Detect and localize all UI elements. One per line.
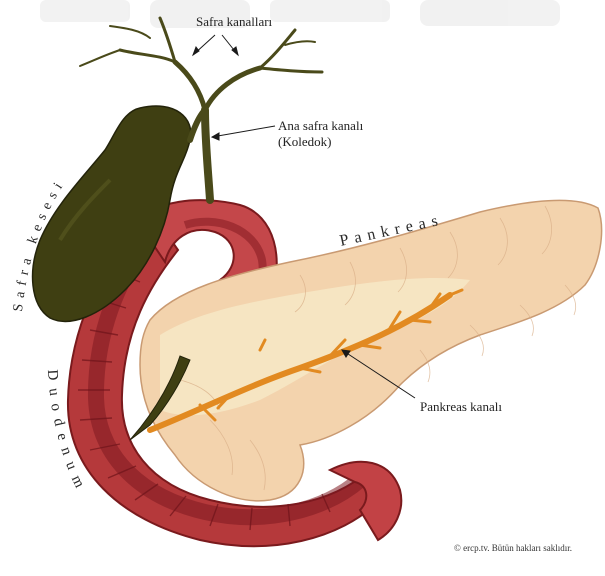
pancreatic-duct-label: Pankreas kanalı (420, 399, 502, 414)
gallbladder (33, 106, 191, 321)
common-bile-duct-label: Ana safra kanalı (278, 118, 363, 133)
copyright-notice: © ercp.tv. Bütün hakları saklıdır. (454, 543, 572, 553)
copyright-text: ercp.tv. Bütün hakları saklıdır. (463, 543, 572, 553)
pancreas (140, 200, 602, 500)
common-bile-duct-alt-label: (Koledok) (278, 134, 331, 149)
watermark (40, 0, 560, 28)
copyright-symbol: © (454, 543, 461, 553)
bile-ducts-label: Safra kanalları (196, 14, 272, 29)
